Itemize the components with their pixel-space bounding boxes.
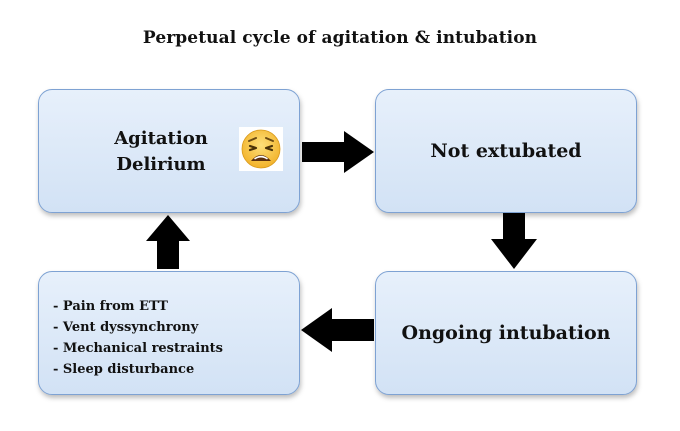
- agitation-delirium-box: Agitation Delirium: [38, 89, 300, 213]
- ongoing-intubation-box: Ongoing intubation: [375, 271, 637, 395]
- delirium-label: Delirium: [116, 154, 206, 175]
- weary-face-emoji-icon: [239, 127, 283, 171]
- cause-item-mechanical-restraints: - Mechanical restraints: [53, 341, 223, 356]
- causes-list: - Pain from ETT - Vent dyssynchrony - Me…: [53, 296, 223, 380]
- arrow-down-icon: [491, 213, 537, 269]
- cause-item-vent-dyssynchrony: - Vent dyssynchrony: [53, 320, 199, 335]
- cause-item-pain-from-ett: - Pain from ETT: [53, 299, 168, 314]
- arrow-up-icon: [146, 215, 190, 269]
- arrow-right-icon: [302, 131, 374, 173]
- causes-box: - Pain from ETT - Vent dyssynchrony - Me…: [38, 271, 300, 395]
- ongoing-intubation-label: Ongoing intubation: [401, 322, 611, 344]
- agitation-label: Agitation: [114, 128, 208, 149]
- diagram-title: Perpetual cycle of agitation & intubatio…: [142, 28, 538, 48]
- not-extubated-box: Not extubated: [375, 89, 637, 213]
- cause-item-sleep-disturbance: - Sleep disturbance: [53, 362, 195, 377]
- weary-face-emoji-svg: [241, 129, 281, 169]
- not-extubated-label: Not extubated: [430, 140, 582, 162]
- agitation-delirium-label: Agitation Delirium: [101, 126, 221, 178]
- arrow-left-icon: [301, 308, 374, 352]
